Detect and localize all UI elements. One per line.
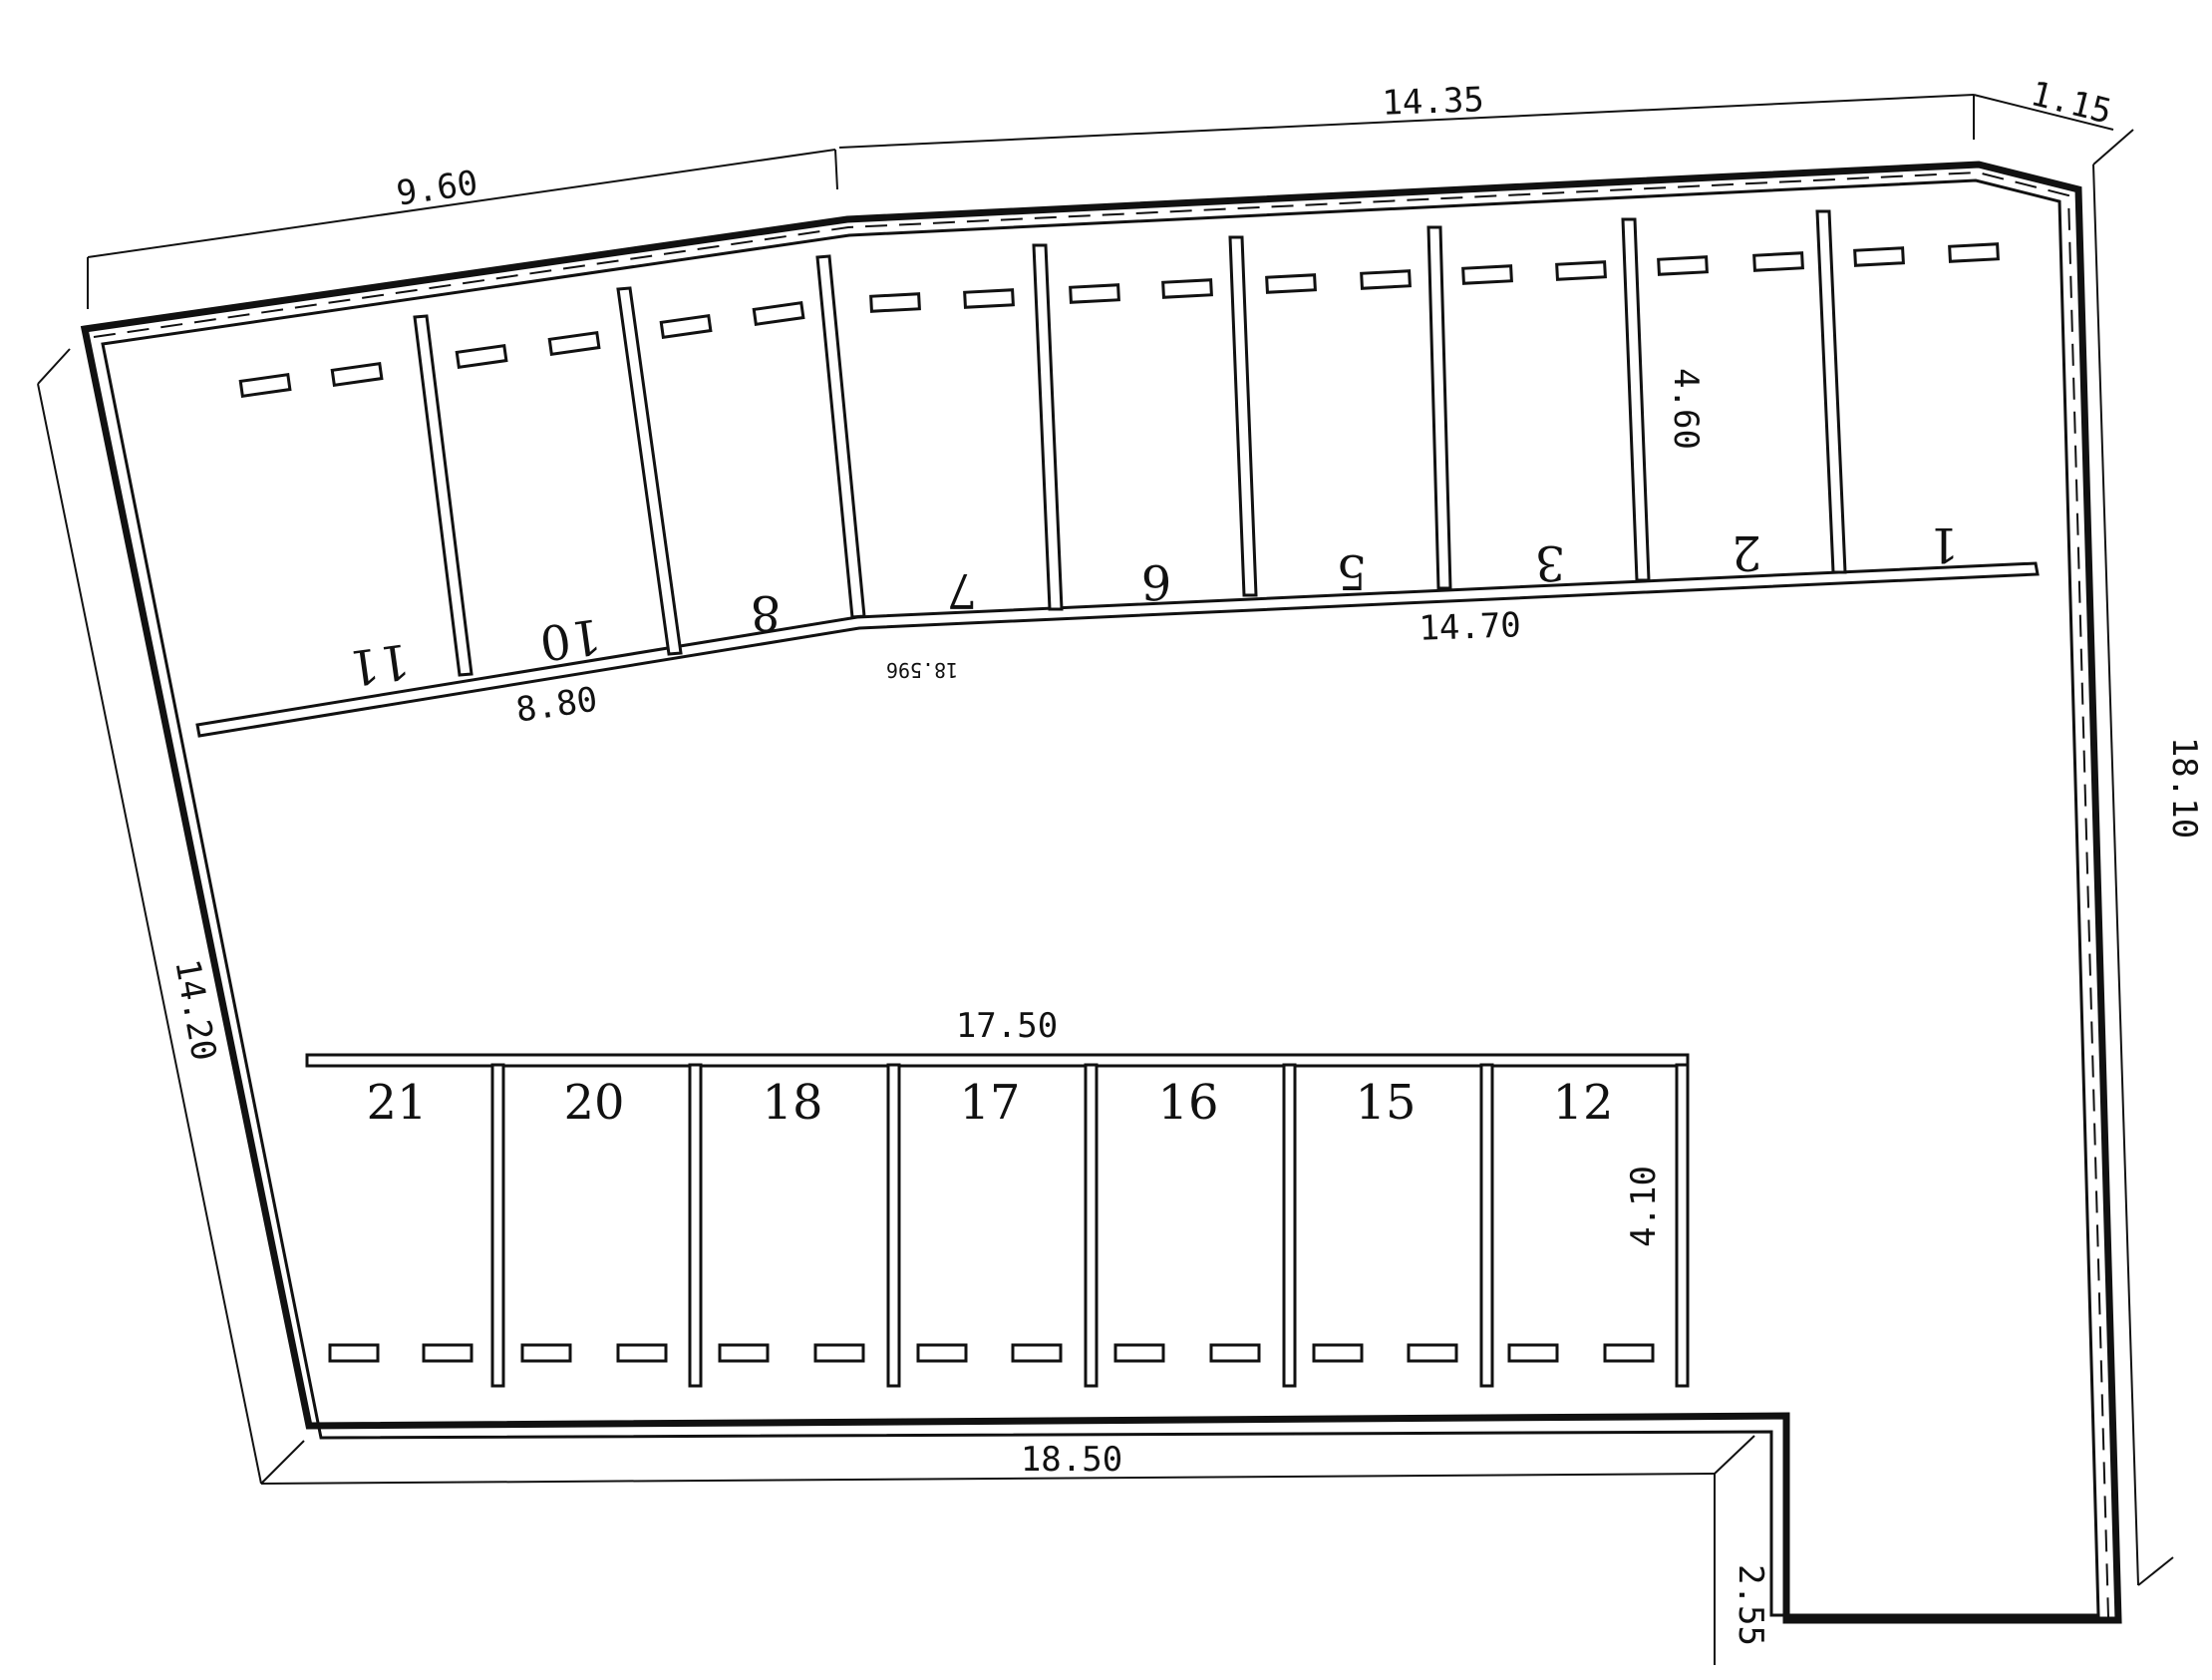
wheel-stop: [1657, 255, 1709, 276]
lower-divider: [886, 1063, 901, 1388]
dimension-lower-row-width: 17.50: [956, 1006, 1058, 1046]
wheel-stop: [330, 362, 384, 387]
stall-number: 6: [1141, 553, 1172, 609]
upper-divider: [413, 314, 474, 677]
wheel-stop: [455, 344, 508, 369]
stall-number: 2: [1732, 524, 1762, 580]
lower-divider: [1282, 1063, 1297, 1388]
site-boundary: [80, 161, 2122, 1624]
upper-row-curb: [195, 561, 2040, 738]
wheel-stop: [1752, 251, 1804, 272]
wheel-stop: [1113, 1343, 1165, 1363]
boundary-wall-dash: [93, 170, 2109, 1618]
lower-divider: [490, 1063, 505, 1388]
upper-wheel-stops: [238, 242, 2000, 398]
dimension-upper-row-depth: 4.60: [1666, 368, 1706, 450]
dimension-top-right: 1.15: [2027, 74, 2115, 133]
upper-row-dividers: [413, 209, 1847, 677]
lower-row-curb: [305, 1053, 1690, 1068]
upper-divider: [815, 254, 866, 619]
upper-divider: [1032, 243, 1064, 611]
wheel-stop: [1507, 1343, 1559, 1363]
dimension-top-left: 9.60: [394, 164, 480, 214]
stall-number: 20: [563, 1075, 624, 1131]
boundary-wall-inner: [101, 178, 2100, 1617]
wheel-stop: [1312, 1343, 1364, 1363]
lower-divider: [1084, 1063, 1099, 1388]
stall-number: 21: [366, 1075, 427, 1131]
wheel-stop: [422, 1343, 474, 1363]
dimension-upper-row-left: 8.80: [513, 680, 600, 731]
wheel-stop: [1161, 278, 1213, 299]
wheel-stop: [1407, 1343, 1458, 1363]
wheel-stop: [616, 1343, 668, 1363]
lower-divider: [688, 1063, 703, 1388]
wheel-stop: [520, 1343, 572, 1363]
dimension-upper-row-total: 18.596: [886, 658, 958, 682]
lower-divider: [1675, 1063, 1690, 1388]
wheel-stop: [1069, 283, 1120, 304]
wheel-stop: [659, 314, 713, 339]
stall-number: 18: [762, 1075, 822, 1131]
wheel-stop: [547, 331, 601, 356]
wheel-stop: [963, 288, 1015, 309]
upper-divider: [1426, 225, 1452, 590]
wheel-stop: [1853, 246, 1905, 267]
dimension-upper-row-right: 14.70: [1419, 605, 1522, 649]
dimension-right: 18.10: [2164, 737, 2204, 839]
stall-number: 15: [1355, 1075, 1416, 1131]
wheel-stop: [1011, 1343, 1063, 1363]
wheel-stop: [718, 1343, 770, 1363]
dimension-lines: [37, 94, 2174, 1665]
wheel-stop: [1265, 273, 1317, 294]
stall-number: 3: [1535, 534, 1566, 590]
wheel-stop: [869, 292, 921, 313]
upper-divider: [1228, 235, 1258, 597]
stall-number: 8: [751, 584, 782, 640]
wheel-stop: [1209, 1343, 1261, 1363]
wheel-stop: [752, 301, 805, 326]
wheel-stop: [916, 1343, 968, 1363]
stall-number: 17: [959, 1075, 1020, 1131]
wheel-stop: [1948, 242, 2000, 263]
wheel-stop: [1555, 260, 1607, 281]
dimension-bottom: 18.50: [1021, 1440, 1122, 1480]
wheel-stop: [1360, 269, 1412, 290]
lower-wheel-stops: [328, 1343, 1655, 1363]
upper-divider: [1621, 217, 1651, 582]
dimension-lower-row-depth: 4.10: [1624, 1166, 1664, 1247]
lower-row: [305, 1053, 1690, 1388]
stall-number: 7: [947, 562, 978, 618]
dimension-bottom-step: 2.55: [1731, 1564, 1770, 1646]
wheel-stop: [813, 1343, 865, 1363]
wheel-stop: [1461, 264, 1513, 285]
dimension-top-mid: 14.35: [1382, 80, 1485, 124]
wheel-stop: [238, 373, 292, 398]
stall-number: 16: [1157, 1075, 1218, 1131]
upper-divider: [1815, 209, 1847, 574]
stall-number: 11: [345, 632, 413, 696]
wheel-stop: [1603, 1343, 1655, 1363]
stall-number: 12: [1552, 1075, 1613, 1131]
stall-number: 5: [1337, 543, 1368, 599]
boundary-wall-outer: [80, 161, 2122, 1624]
wheel-stop: [328, 1343, 380, 1363]
lower-divider: [1479, 1063, 1494, 1388]
upper-divider: [616, 286, 683, 656]
stall-number: 10: [536, 607, 604, 671]
stall-number: 1: [1929, 516, 1960, 572]
